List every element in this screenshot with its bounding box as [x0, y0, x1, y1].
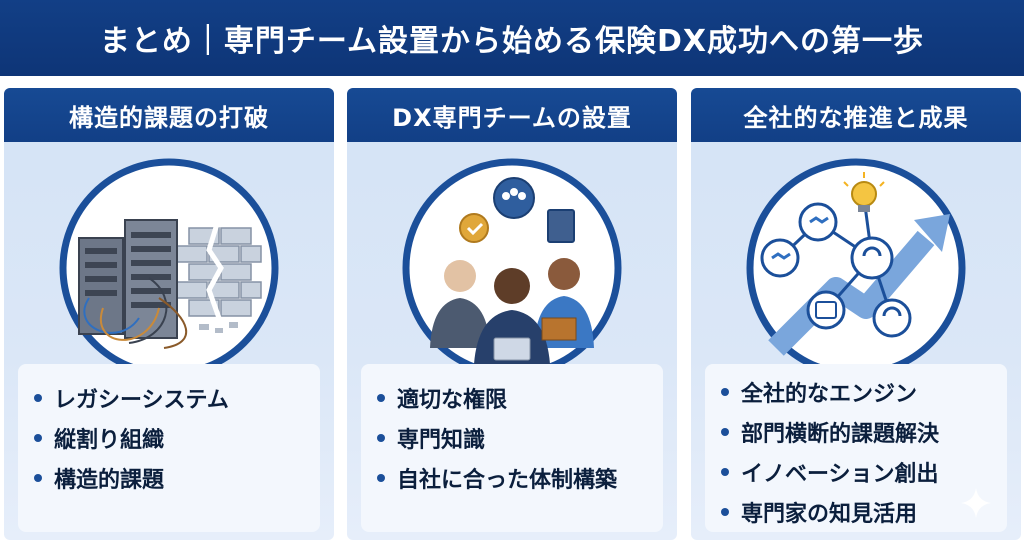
panel-title: DX専門チームの設置: [347, 88, 677, 142]
list-item: 構造的課題: [34, 458, 310, 498]
bullet-icon: [34, 474, 42, 482]
list-item: 全社的なエンジン: [721, 372, 997, 412]
team-people-icon: [402, 158, 622, 378]
bullet-icon: [34, 434, 42, 442]
bullet-icon: [721, 388, 729, 396]
list-item: 自社に合った体制構築: [377, 458, 653, 498]
list-item: レガシーシステム: [34, 378, 310, 418]
panel-structural-issues: 構造的課題の打破: [4, 88, 334, 540]
panel-list: 適切な権限 専門知識 自社に合った体制構築: [361, 364, 663, 532]
page-title: まとめ｜専門チーム設置から始める保険DX成功への第一歩: [99, 24, 925, 59]
bullet-icon: [721, 508, 729, 516]
bullet-icon: [721, 428, 729, 436]
panel-list: 全社的なエンジン 部門横断的課題解決 イノベーション創出 専門家の知見活用: [705, 364, 1007, 532]
bullet-icon: [377, 434, 385, 442]
list-item: 縦割り組織: [34, 418, 310, 458]
list-item: 適切な権限: [377, 378, 653, 418]
panel-list: レガシーシステム 縦割り組織 構造的課題: [18, 364, 320, 532]
sparkle-icon: [961, 488, 991, 518]
panel-dx-team: DX専門チームの設置 適切な権限 専門知識 自社に合った体制構築: [347, 88, 677, 540]
list-item: 部門横断的課題解決: [721, 412, 997, 452]
page-header: まとめ｜専門チーム設置から始める保険DX成功への第一歩: [0, 0, 1024, 76]
bullet-icon: [34, 394, 42, 402]
panel-company-wide: 全社的な推進と成果: [691, 88, 1021, 540]
server-brick-wall-icon: [59, 158, 279, 378]
bullet-icon: [377, 474, 385, 482]
list-item: 専門知識: [377, 418, 653, 458]
list-item: 専門家の知見活用: [721, 492, 997, 532]
bullet-icon: [721, 468, 729, 476]
list-item: イノベーション創出: [721, 452, 997, 492]
panel-title: 全社的な推進と成果: [691, 88, 1021, 142]
panel-title: 構造的課題の打破: [4, 88, 334, 142]
bullet-icon: [377, 394, 385, 402]
growth-network-icon: [746, 158, 966, 378]
